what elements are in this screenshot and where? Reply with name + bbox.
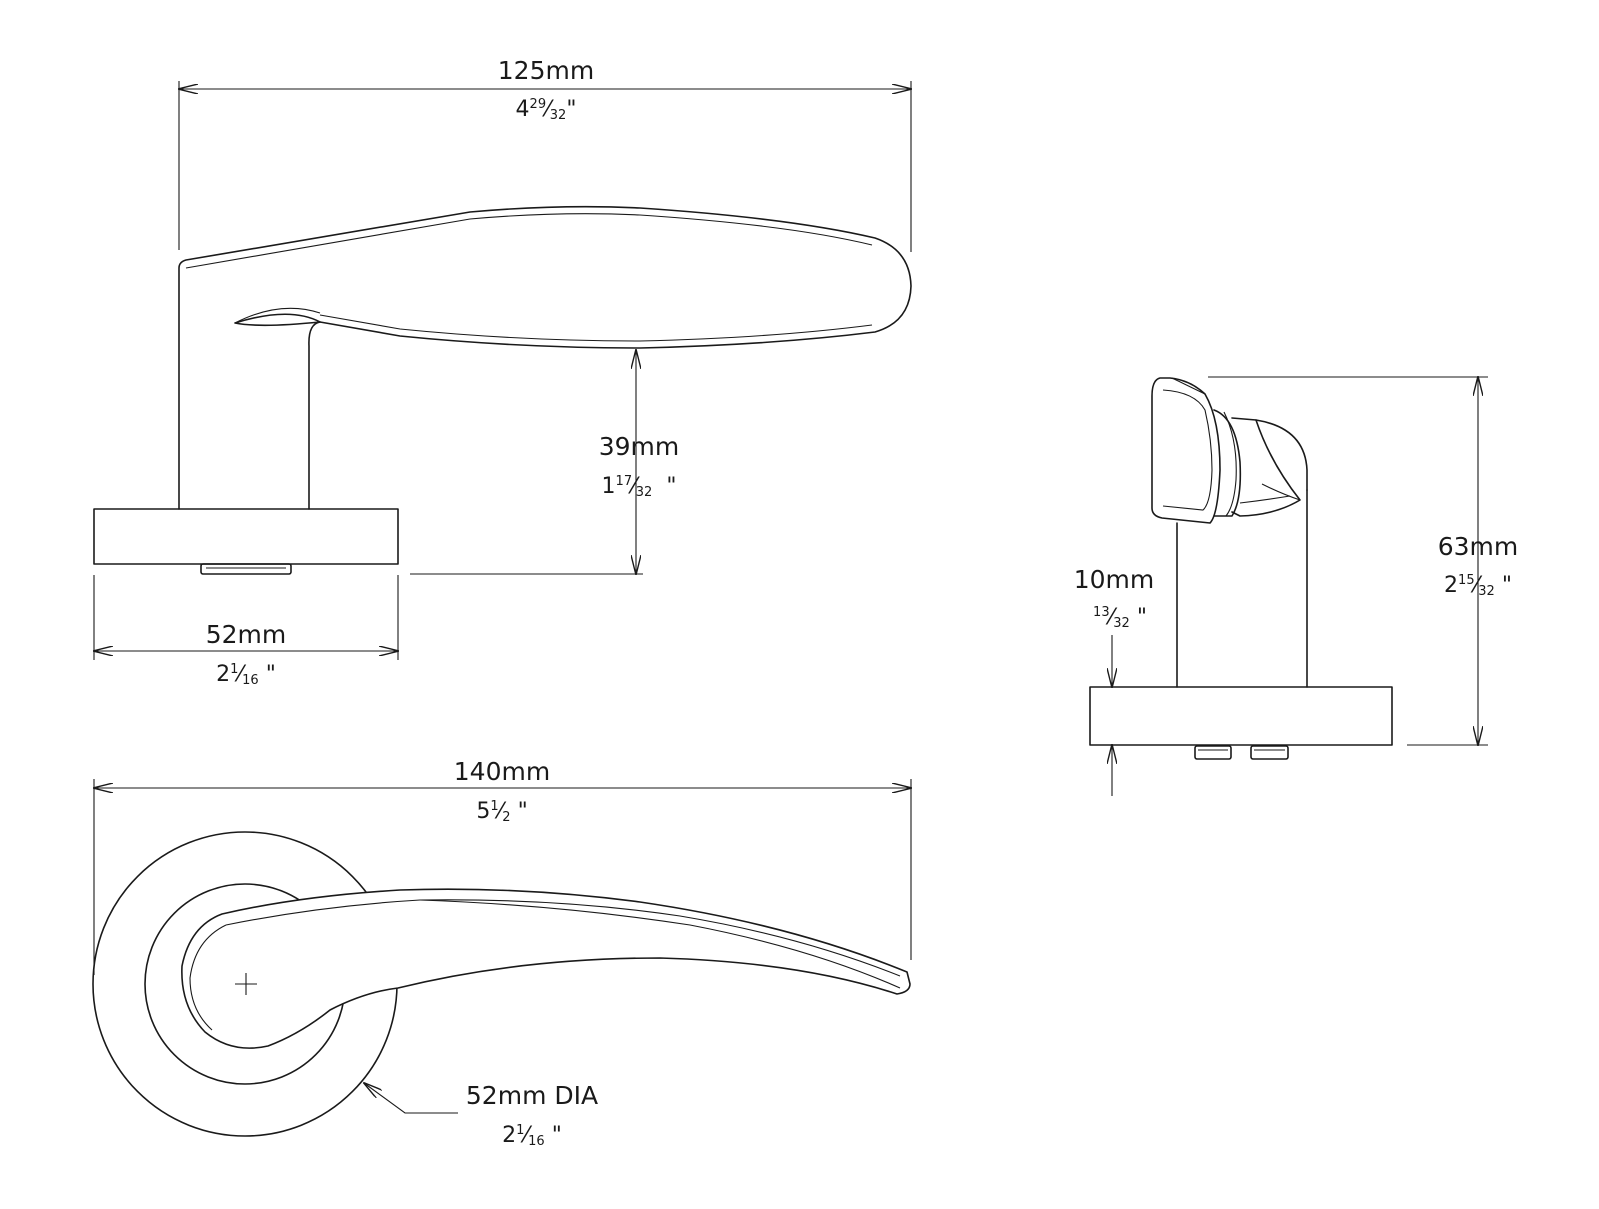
top-view-lever (93, 81, 912, 575)
rose-diameter-imperial-label: 21⁄16 " (502, 1123, 562, 1149)
front-view-lever (92, 831, 911, 1137)
rose-thickness-imperial-label: 13⁄32 " (1093, 605, 1147, 631)
side-view-lever (1089, 377, 1393, 760)
rose-width-imperial-label: 21⁄16 " (216, 662, 276, 688)
top-width-metric-label: 125mm (497, 56, 595, 85)
total-length-imperial-label: 51⁄2 " (476, 799, 528, 825)
lever-height-metric-label: 39mm (598, 432, 680, 461)
rose-diameter-metric-label: 52mm DIA (465, 1081, 599, 1110)
side-height-imperial-label: 215⁄32 " (1444, 573, 1512, 599)
dim-lever-height (410, 350, 643, 574)
dim-side-height (1208, 377, 1488, 745)
top-width-imperial-label: 429⁄32" (515, 97, 577, 123)
dim-rose-diameter-leader (364, 1083, 458, 1114)
side-height-metric-label: 63mm (1437, 532, 1519, 561)
rose-width-metric-label: 52mm (205, 620, 287, 649)
rose-thickness-metric-label: 10mm (1073, 565, 1155, 594)
dim-rose-width (94, 575, 398, 660)
lever-height-imperial-label: 117⁄32 " (601, 474, 677, 500)
dim-total-length (94, 779, 911, 975)
total-length-metric-label: 140mm (453, 757, 551, 786)
